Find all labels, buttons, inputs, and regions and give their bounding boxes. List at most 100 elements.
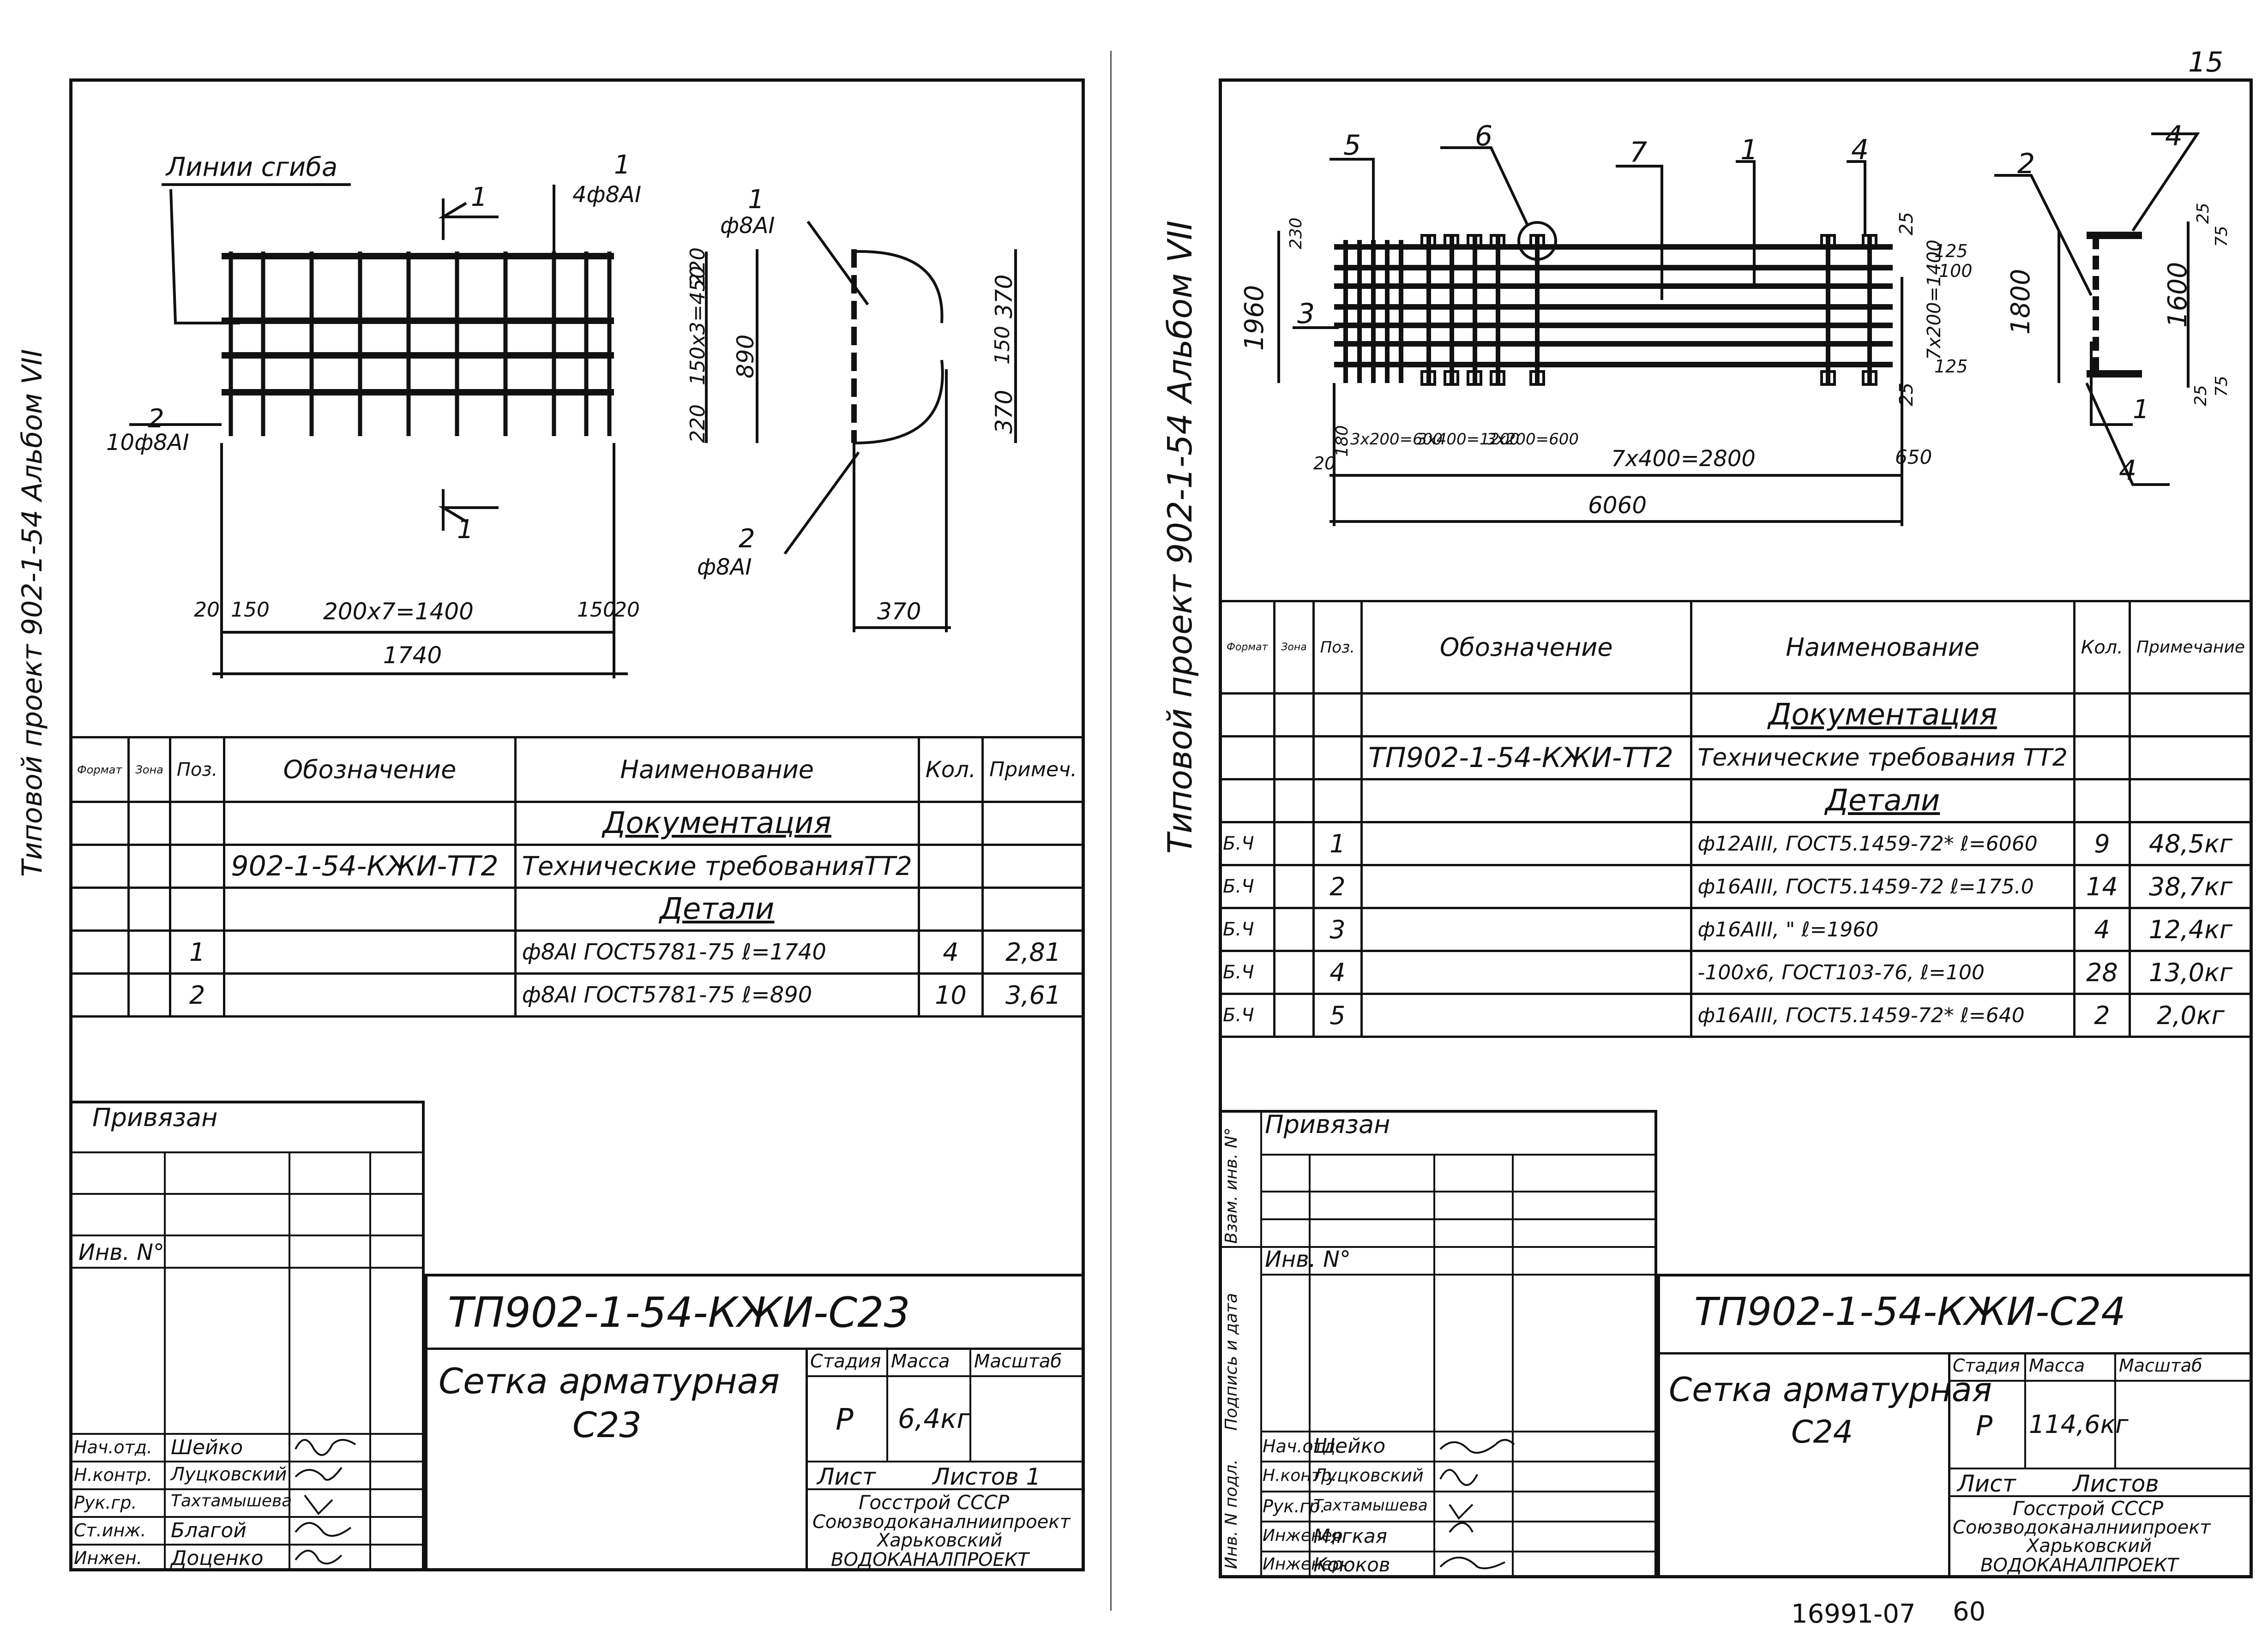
right-bound-col-line2	[1433, 1154, 1435, 1578]
left-callout-2-text: 10ф8АI	[106, 430, 189, 455]
right-spec-row5-fmt: Б.Ч	[1218, 993, 1276, 1038]
right-spec-row5-pos: 5	[1312, 993, 1363, 1038]
right-spec-row4-pos: 4	[1312, 950, 1363, 995]
left-spec-row1-note: 2,81	[981, 929, 1085, 975]
right-signature-1	[1439, 1439, 1515, 1454]
right-spec-header-format: Формат	[1218, 600, 1276, 695]
right-sig-line0	[1260, 1431, 1657, 1432]
left-callout-1b-text: ф8АI	[720, 213, 775, 239]
right-plate-b1	[1420, 370, 1436, 386]
left-spec-row2-note: 3,61	[981, 972, 1085, 1018]
right-callout-5-leader	[1330, 158, 1375, 240]
right-sig-role-5: Инженер	[1263, 1555, 1343, 1574]
right-plate-t6	[1820, 234, 1836, 250]
left-section-mark-bottom-arrow	[438, 506, 499, 523]
left-stage-vline1	[886, 1348, 888, 1461]
table-row: Б.Ч 4 -100x6, ГОСТ103-76, ℓ=100 28 13,0к…	[1218, 950, 2253, 995]
right-plate-b2	[1444, 370, 1459, 386]
left-drawing	[129, 183, 1017, 678]
left-spec-header-zone: Зона	[127, 736, 171, 803]
right-title-vline	[1948, 1352, 1950, 1578]
left-dim-bottom-5: 20	[614, 598, 640, 622]
right-inv-label: Инв. N°	[1265, 1246, 1351, 1272]
right-callout-1-leader	[1736, 160, 1756, 286]
left-stage-hline	[806, 1375, 1085, 1377]
right-spec-section-parts: Детали	[1690, 778, 2075, 823]
left-scale-label: Масштаб	[974, 1351, 1062, 1372]
left-sheets-label: Листов 1	[932, 1463, 1041, 1490]
right-sig-name-4: Мягкая	[1313, 1525, 1387, 1547]
right-inv-line	[1260, 1274, 1657, 1276]
left-sig-role-4: Ст.инж.	[74, 1520, 146, 1540]
right-sig-role-4: Инженер	[1263, 1526, 1343, 1545]
left-section-mark-top-label: 1	[471, 182, 487, 212]
right-callout-1: 1	[1740, 134, 1758, 166]
table-row: Б.Ч 2 ф16АIII, ГОСТ5.1459-72 ℓ=175.0 14 …	[1218, 864, 2253, 909]
left-spec-section-parts: Детали	[514, 887, 920, 932]
left-spec-header-code: Обозначение	[223, 736, 517, 803]
right-callout-3: 3	[1297, 298, 1315, 330]
left-sig-role-3: Рук.гр.	[74, 1492, 137, 1513]
right-title-name2: С24	[1791, 1414, 1853, 1450]
right-bound-col-line3	[1512, 1154, 1514, 1578]
left-callout-2b-leader	[783, 451, 860, 555]
left-spec-header-pos: Поз.	[168, 736, 226, 803]
right-callout-7: 7	[1630, 136, 1648, 168]
left-section-mark-bottom-label: 1	[457, 515, 474, 545]
right-sig-line2	[1260, 1491, 1657, 1492]
right-callout-4: 4	[1851, 134, 1869, 166]
right-spec-row4-name: -100x6, ГОСТ103-76, ℓ=100	[1690, 950, 2075, 995]
right-sig-role-2: Н.контр.	[1263, 1466, 1337, 1485]
right-sig-role-3: Рук.гр.	[1263, 1496, 1326, 1516]
right-title-hline	[1657, 1352, 2253, 1354]
right-plate-b7	[1862, 370, 1877, 386]
left-callout-1-text: 4ф8АI	[572, 182, 642, 208]
right-spec-row2-name: ф16АIII, ГОСТ5.1459-72 ℓ=175.0	[1690, 864, 2075, 909]
right-dim-top-4: 100	[1939, 261, 1973, 281]
right-plate-b3	[1467, 370, 1482, 386]
left-callout-2b-text: ф8АI	[697, 554, 752, 580]
left-spec-doc-code: 902-1-54-КЖИ-ТТ2	[223, 844, 517, 889]
left-spec-header-format: Формат	[69, 736, 130, 803]
left-spec-row2-qty: 10	[917, 972, 984, 1018]
right-sheet-number: 60	[1953, 1597, 1986, 1627]
right-title-name1: Сетка арматурная	[1669, 1370, 1992, 1409]
left-org-4: ВОДОКАНАЛПРОЕКТ	[831, 1549, 1029, 1570]
right-spec-row5-name: ф16АIII, ГОСТ5.1459-72* ℓ=640	[1690, 993, 2075, 1038]
left-sig-name-5: Доценко	[171, 1546, 264, 1570]
left-bound-block	[69, 1101, 425, 1571]
right-spec-header-pos: Поз.	[1312, 600, 1363, 695]
left-sig-name-4: Благой	[171, 1519, 247, 1542]
right-spec-doc-name: Технические требования ТТ2	[1690, 735, 2075, 780]
right-signature-2	[1439, 1469, 1478, 1486]
right-spec-row1-qty: 9	[2073, 821, 2131, 866]
left-callout-1b-leader	[806, 221, 869, 306]
left-sig-line3	[69, 1516, 425, 1518]
right-sig-name-2: Луцковский	[1313, 1465, 1424, 1486]
left-spec-row2-pos: 2	[168, 972, 226, 1018]
left-title-name1: Сетка арматурная	[439, 1360, 780, 1402]
right-sig-line4	[1260, 1551, 1657, 1552]
left-signature-2	[295, 1467, 343, 1481]
right-sig-line1	[1260, 1461, 1657, 1462]
right-spec-row3-qty: 4	[2073, 907, 2131, 952]
left-title-name2: С23	[572, 1404, 642, 1445]
right-callout-6-leader	[1440, 146, 1529, 227]
right-plate-t3	[1467, 234, 1482, 250]
right-dim-b1: 20	[1313, 453, 1336, 473]
right-bound-col-line1	[1309, 1154, 1311, 1578]
left-signature-5	[295, 1550, 343, 1564]
right-spec-row1-pos: 1	[1312, 821, 1363, 866]
right-dim-top-3: 125	[1934, 241, 1968, 261]
right-title-code: ТП902-1-54-КЖИ-С24	[1694, 1289, 2126, 1334]
page-number: 15	[2188, 46, 2224, 78]
right-signature-5	[1439, 1557, 1505, 1570]
right-spec-row1-name: ф12АIII, ГОСТ5.1459-72* ℓ=6060	[1690, 821, 2075, 866]
left-callout-1b-pos: 1	[748, 185, 764, 215]
left-dim-total: 1740	[383, 642, 442, 669]
left-spec-row1-pos: 1	[168, 929, 226, 975]
right-plate-b4	[1490, 370, 1505, 386]
left-bend-line-leader	[169, 189, 240, 324]
right-mass-label: Масса	[2029, 1355, 2085, 1376]
right-org-1: Госстрой СССР	[2013, 1497, 2164, 1520]
